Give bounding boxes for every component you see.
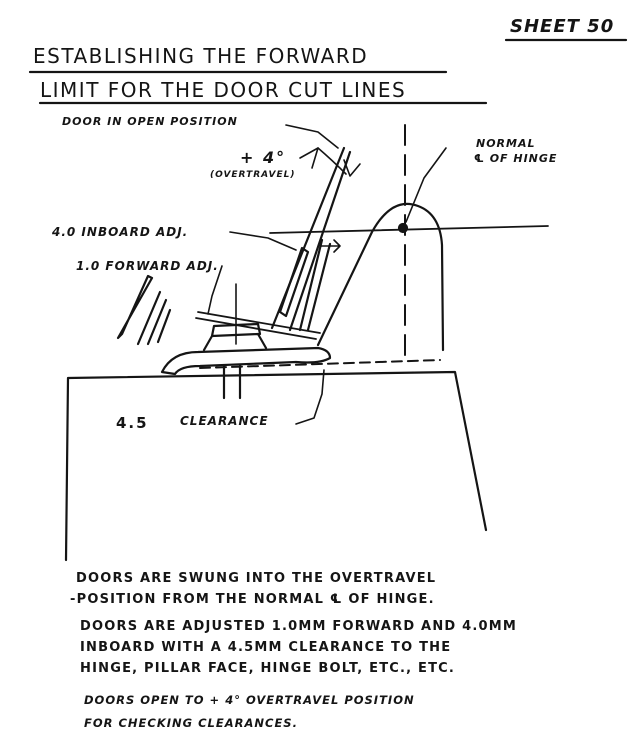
overtravel-arrow-right xyxy=(343,159,361,177)
label-normal-hinge-1: NORMAL xyxy=(476,137,536,150)
label-door-open: DOOR IN OPEN POSITION xyxy=(62,115,238,128)
note-1-line-2: -POSITION FROM THE NORMAL ℄ OF HINGE. xyxy=(70,592,435,607)
leader-forward-adj xyxy=(207,265,223,315)
door-skin-2 xyxy=(195,317,317,340)
label-inboard-adj: 4.0 INBOARD ADJ. xyxy=(52,225,189,239)
note-2-line-2: INBOARD WITH A 4.5MM CLEARANCE TO THE xyxy=(80,640,452,655)
hinge-outline xyxy=(316,202,445,352)
door-panel-left xyxy=(116,274,154,340)
label-clearance: CLEARANCE xyxy=(180,414,269,428)
note-2-line-1: DOORS ARE ADJUSTED 1.0MM FORWARD AND 4.0… xyxy=(80,619,518,634)
note-2-line-3: HINGE, PILLAR FACE, HINGE BOLT, ETC., ET… xyxy=(80,661,456,676)
overtravel-arc xyxy=(317,147,347,175)
leader-door-open xyxy=(285,124,339,149)
label-clearance-value: 4.5 xyxy=(116,414,149,432)
label-overtravel-angle: + 4° xyxy=(240,148,287,167)
note-3-line-2: FOR CHECKING CLEARANCES. xyxy=(84,716,298,730)
door-edge-inner xyxy=(298,238,332,332)
hinge-bolt-plate xyxy=(160,346,332,376)
inboard-adj-arrow xyxy=(319,239,341,253)
label-normal-hinge-2: ℄ OF HINGE xyxy=(474,152,558,165)
pillar-block xyxy=(64,370,488,562)
note-3-line-1: DOORS OPEN TO + 4° OVERTRAVEL POSITION xyxy=(84,693,415,707)
leader-clearance xyxy=(295,369,325,425)
title-line-1: ESTABLISHING THE FORWARD xyxy=(33,44,369,68)
title-line-2: LIMIT FOR THE DOOR CUT LINES xyxy=(40,78,407,102)
door-panel-center xyxy=(278,246,310,318)
hinge-centerline-horizontal xyxy=(269,225,549,234)
label-forward-adj: 1.0 FORWARD ADJ. xyxy=(76,259,219,273)
note-1-line-1: DOORS ARE SWUNG INTO THE OVERTRAVEL xyxy=(76,571,437,586)
sheet-number: SHEET 50 xyxy=(510,16,615,37)
leader-normal-hinge xyxy=(405,147,447,223)
door-skin xyxy=(197,311,321,334)
overtravel-arrow-left xyxy=(299,147,319,169)
door-panel-left-2 xyxy=(136,290,172,346)
hinge-bolt-shank xyxy=(222,364,242,400)
hinge-center xyxy=(397,222,409,234)
leader-inboard-adj xyxy=(229,231,297,251)
label-overtravel: (OVERTRAVEL) xyxy=(210,170,296,180)
